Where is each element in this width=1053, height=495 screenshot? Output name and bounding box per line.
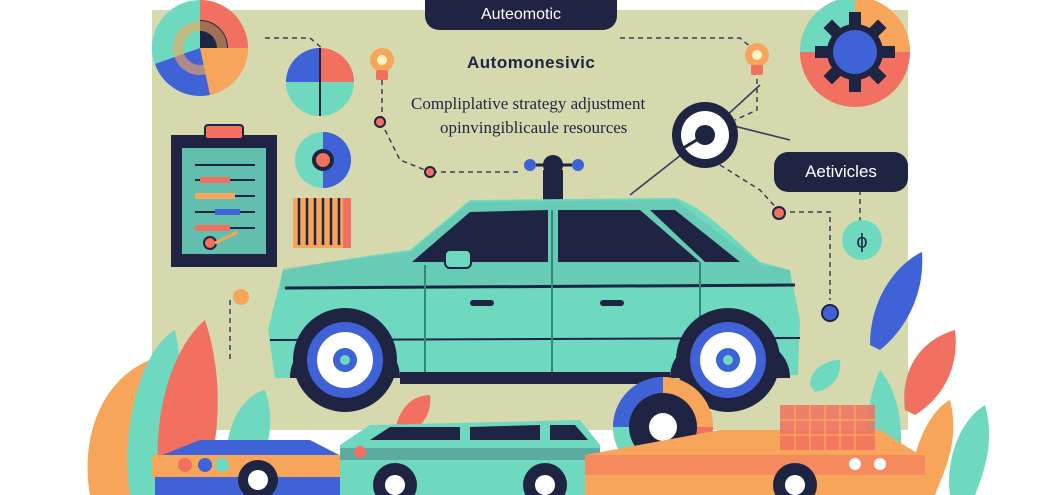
connector-dots	[233, 116, 839, 322]
phi-badge-icon: ϕ	[842, 220, 882, 260]
heading: Automonesivic	[467, 53, 596, 72]
clipboard-icon	[171, 124, 277, 267]
top-title-pill: Auteomotic	[425, 0, 617, 30]
main-suv	[268, 198, 801, 412]
front-wheel	[293, 308, 397, 412]
vehicles-pill: Aetivicles	[774, 152, 908, 192]
lightbulb-icon-2	[745, 43, 769, 75]
rear-wheel	[676, 308, 780, 412]
strategy-line-1: Compliplative strategy adjustment	[411, 94, 646, 113]
donut-chart-icon	[295, 132, 351, 188]
roof-sensor	[524, 155, 584, 200]
small-car-left	[152, 440, 348, 495]
small-pie-chart-icon	[286, 48, 354, 116]
top-title-text: Auteomotic	[480, 6, 562, 23]
lightbulb-icon	[370, 48, 394, 80]
pie-chart-icon	[152, 0, 249, 96]
small-car-middle	[340, 420, 600, 495]
gear-icon	[800, 0, 910, 107]
svg-text:ϕ: ϕ	[856, 231, 867, 253]
vehicles-text: Aetivicles	[805, 162, 877, 181]
strategy-line-2: opinvingiblicaule resources	[440, 118, 628, 137]
small-car-right	[585, 405, 925, 495]
pencils-icon	[293, 198, 351, 248]
gauge-icon	[672, 102, 738, 168]
